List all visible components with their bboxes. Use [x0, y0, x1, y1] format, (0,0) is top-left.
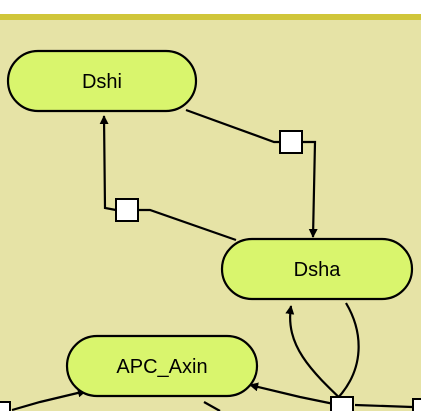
node-dsha-label: Dsha	[294, 259, 342, 281]
edge-bottom-to-dsha-arc[interactable]	[285, 305, 347, 405]
process-glyph-bottom-left[interactable]	[0, 401, 11, 411]
edge-bottom-to-dsha[interactable]	[331, 302, 360, 405]
edge-dsha-to-process[interactable]	[139, 208, 237, 242]
edge-process-to-dsha[interactable]	[302, 140, 318, 238]
edge-dshi-to-process[interactable]	[185, 108, 280, 144]
node-dshi-shape[interactable]	[6, 49, 198, 113]
edge-apc-axin-down[interactable]	[203, 401, 221, 411]
edge-left-to-apc-axin[interactable]	[11, 388, 87, 411]
node-dshi-label: Dshi	[82, 71, 122, 93]
node-dshi[interactable]: Dshi	[6, 49, 198, 113]
process-glyph-dshi-to-dsha[interactable]	[279, 130, 303, 154]
edges	[11, 108, 413, 411]
node-apc-axin[interactable]: APC_Axin	[65, 334, 259, 398]
edge-right-connector[interactable]	[354, 403, 413, 409]
node-dsha-shape[interactable]	[220, 237, 414, 301]
node-apc-axin-shape[interactable]	[65, 334, 259, 398]
process-glyph-dsha-to-dshi[interactable]	[115, 198, 139, 222]
process-glyph-bottom-right[interactable]	[412, 398, 421, 411]
edge-bottom-to-apc-axin[interactable]	[249, 382, 335, 406]
edge-process-to-dshi[interactable]	[99, 115, 117, 212]
node-dsha[interactable]: Dsha	[220, 237, 414, 301]
process-glyph-bottom-center[interactable]	[330, 396, 354, 411]
node-apc-axin-label: APC_Axin	[116, 356, 207, 378]
process-glyphs	[0, 130, 421, 411]
compartment-border	[0, 14, 421, 20]
